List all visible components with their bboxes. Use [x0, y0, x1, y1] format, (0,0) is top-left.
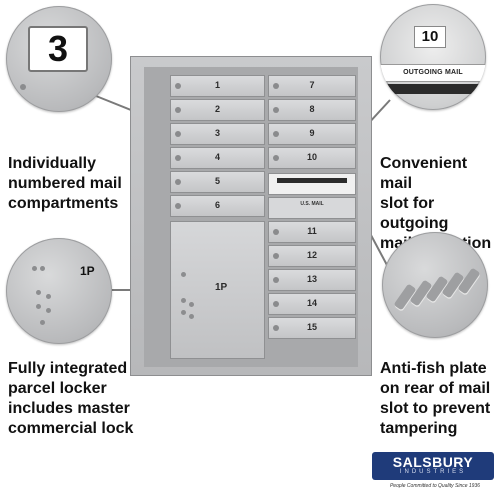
lock-dot [46, 294, 51, 299]
compartment-door[interactable]: 10 [268, 147, 356, 169]
brand-tagline: People Committed to Quality Since 1936 [389, 483, 481, 489]
compartment-door[interactable]: 15 [268, 317, 356, 339]
rivet [20, 84, 26, 90]
caption-numbered-compartments: Individually numbered mail compartments [8, 155, 122, 212]
lock-icon [175, 155, 181, 161]
lock-icon [175, 203, 181, 209]
lock-icon [273, 253, 279, 259]
callout-numbered-compartments: 3 [6, 6, 112, 112]
lock-dot [40, 320, 45, 325]
outgoing-mail-label: OUTGOING MAIL [380, 64, 486, 82]
lock-dot [181, 298, 186, 303]
lock-icon [175, 83, 181, 89]
mail-slot-opening [380, 84, 486, 94]
mailbox-frame: 1 2 3 4 5 6 1P 7 8 9 10 U.S. MAIL 11 12 [144, 67, 358, 367]
compartment-door[interactable]: 12 [268, 245, 356, 267]
lock-dot [181, 272, 186, 277]
lock-icon [273, 301, 279, 307]
caption-anti-fish-plate: Anti-fish plate on rear of mail slot to … [380, 360, 491, 437]
mailbox-unit: 1 2 3 4 5 6 1P 7 8 9 10 U.S. MAIL 11 12 [130, 56, 372, 376]
lock-dot [189, 302, 194, 307]
lock-dot [40, 266, 45, 271]
lock-icon [273, 229, 279, 235]
lock-icon [273, 155, 279, 161]
lock-dot [36, 290, 41, 295]
callout-parcel-locker: 1P [6, 238, 112, 344]
compartment-door[interactable]: 2 [170, 99, 265, 121]
number-plate: 3 [28, 26, 88, 72]
compartment-door[interactable]: 11 [268, 221, 356, 243]
callout-anti-fish-plate [382, 232, 488, 338]
parcel-locker-door[interactable]: 1P [170, 221, 265, 359]
lock-dot [189, 314, 194, 319]
lock-icon [175, 131, 181, 137]
callout-outgoing-slot: 10 OUTGOING MAIL [380, 4, 486, 110]
compartment-door[interactable]: 5 [170, 171, 265, 193]
lock-dot [181, 310, 186, 315]
slot-opening [277, 178, 347, 183]
compartment-door[interactable]: 8 [268, 99, 356, 121]
compartment-door[interactable]: 14 [268, 293, 356, 315]
lock-icon [175, 179, 181, 185]
brand-logo: SALSBURY INDUSTRIES [372, 452, 494, 480]
lock-icon [273, 107, 279, 113]
compartment-door[interactable]: 6 [170, 195, 265, 217]
number-tag: 10 [414, 26, 446, 48]
compartment-door[interactable]: 3 [170, 123, 265, 145]
lock-icon [273, 83, 279, 89]
lock-dot [32, 266, 37, 271]
outgoing-mail-slot[interactable] [268, 173, 356, 195]
lock-dot [36, 304, 41, 309]
lock-icon [175, 107, 181, 113]
compartment-door[interactable]: 4 [170, 147, 265, 169]
compartment-door[interactable]: 1 [170, 75, 265, 97]
compartment-door[interactable]: 9 [268, 123, 356, 145]
caption-parcel-locker: Fully integrated parcel locker includes … [8, 360, 134, 437]
compartment-door[interactable]: 13 [268, 269, 356, 291]
lock-icon [273, 131, 279, 137]
lock-dot [46, 308, 51, 313]
parcel-tag: 1P [80, 264, 95, 278]
collection-door[interactable]: U.S. MAIL [268, 197, 356, 219]
compartment-door[interactable]: 7 [268, 75, 356, 97]
lock-icon [273, 277, 279, 283]
lock-icon [273, 325, 279, 331]
